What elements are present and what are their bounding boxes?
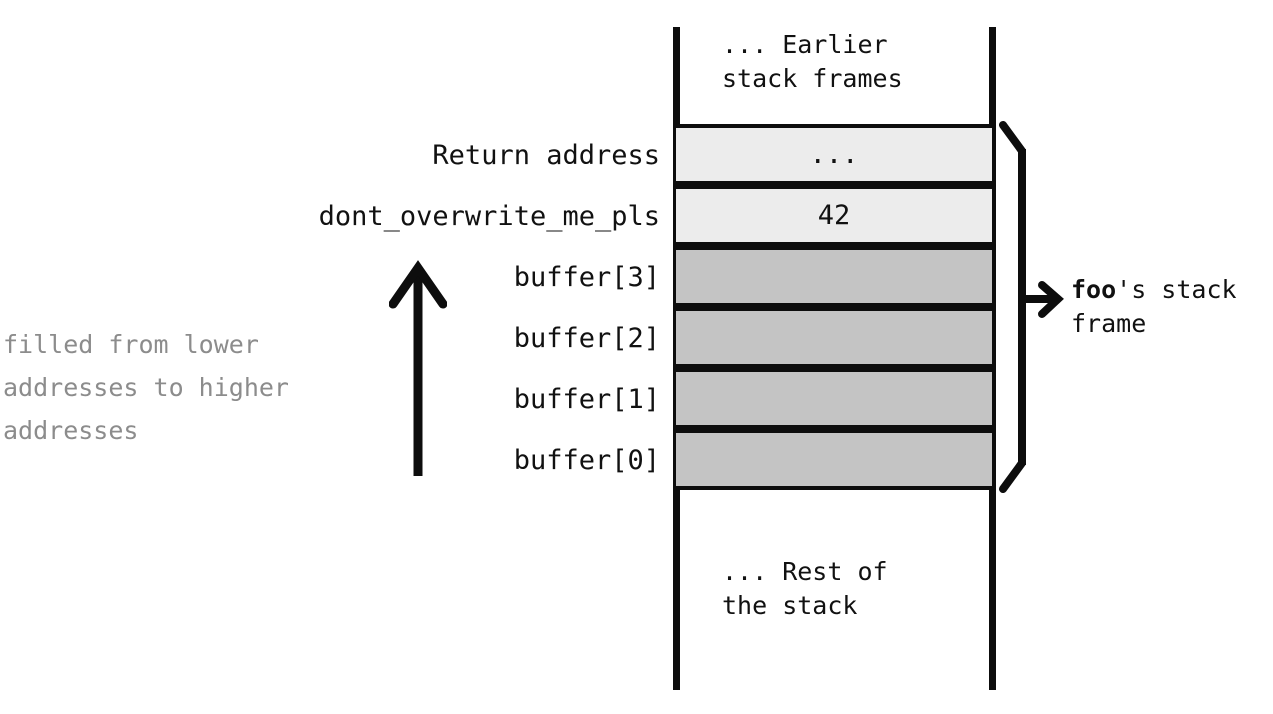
stack-cell-value: ... [809,139,859,170]
row-label-buffer-2: buffer[2] [513,323,660,354]
stack-cell-buffer-3 [676,246,992,307]
row-label-buffer-3: buffer[3] [513,262,660,293]
row-label-buffer-1: buffer[1] [513,384,660,415]
stack-cell-buffer-2 [676,307,992,368]
stack-cell-buffer-0 [676,429,992,490]
earlier-stack-frames-text: ... Earlier stack frames [722,30,903,93]
stack-cell-return-address: ... [676,124,992,185]
fill-direction-note: filled from lower addresses to higher ad… [3,330,289,445]
foo-stack-frame-label: foo's stack frame [1071,273,1237,341]
stack-cell-value: 42 [817,200,851,231]
fill-direction-arrow-icon [389,260,447,476]
stack-right-rail [989,27,996,690]
stack-frame-brace-icon [999,121,1064,493]
rest-of-stack-text: ... Rest of the stack [722,557,888,620]
row-label-dont-overwrite-me-pls: dont_overwrite_me_pls [318,201,660,232]
row-label-return-address: Return address [432,140,660,171]
stack-cell-buffer-1 [676,368,992,429]
stack-cell-dont-overwrite-me-pls: 42 [676,185,992,246]
function-name-text: foo [1071,275,1117,304]
stack-frame-suffix-text: 's stack frame [1071,275,1237,338]
row-label-buffer-0: buffer[0] [513,445,660,476]
